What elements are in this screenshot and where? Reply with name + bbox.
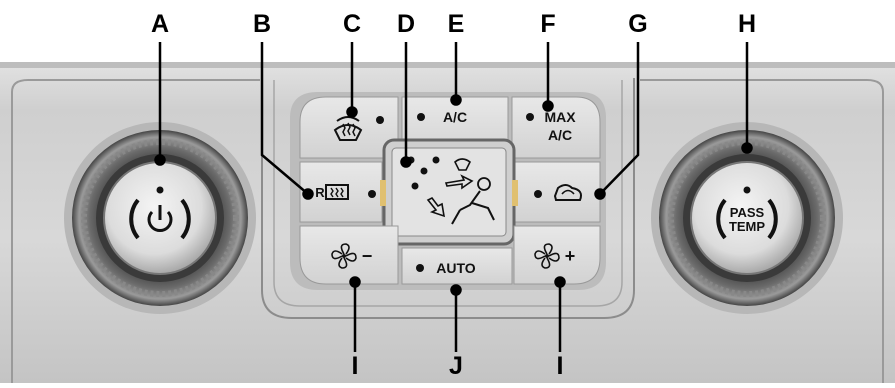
leader-h-dot <box>743 144 752 153</box>
callout-f: F <box>540 12 555 37</box>
distribution-dot-2 <box>433 157 440 164</box>
auto-label: AUTO <box>436 260 476 276</box>
callout-g: G <box>628 12 647 37</box>
fan-increase-button[interactable]: + <box>514 226 600 284</box>
recirculation-button[interactable] <box>514 162 600 222</box>
max-ac-indicator <box>526 113 534 121</box>
callout-d: D <box>397 12 415 37</box>
distribution-dot-4 <box>412 183 419 190</box>
leader-g-dot <box>596 190 605 199</box>
ac-label: A/C <box>443 109 467 125</box>
temp-label: TEMP <box>729 219 765 234</box>
ac-indicator <box>417 113 425 121</box>
callout-h: H <box>738 12 756 37</box>
distribution-dot-3 <box>421 168 428 175</box>
fascia-top-edge <box>0 62 895 68</box>
leader-i-left-dot <box>351 278 360 287</box>
max-ac-button[interactable]: MAX A/C <box>512 97 600 158</box>
max-ac-sublabel: A/C <box>548 127 572 143</box>
pass-label: PASS <box>730 205 765 220</box>
callout-e: E <box>448 12 465 37</box>
callout-i-left: I <box>352 354 359 379</box>
leader-e-dot <box>452 96 461 105</box>
leader-b-dot <box>304 190 313 199</box>
right-knob-indicator <box>744 187 751 194</box>
air-distribution-button[interactable] <box>380 140 518 244</box>
leader-f-dot <box>544 102 553 111</box>
left-knob-indicator <box>157 187 164 194</box>
leader-j-dot <box>452 286 461 295</box>
auto-indicator <box>416 264 424 272</box>
callout-a: A <box>151 12 169 37</box>
fan-plus-sign: + <box>565 246 576 266</box>
callout-i-right: I <box>557 354 564 379</box>
rear-defrost-indicator <box>368 190 376 198</box>
callout-j: J <box>449 354 463 379</box>
auto-button[interactable]: AUTO <box>402 248 512 284</box>
fan-decrease-button[interactable]: − <box>300 226 398 284</box>
rear-defrost-prefix: R <box>315 185 325 200</box>
display-left-tab <box>380 180 386 206</box>
recirculation-indicator <box>534 190 542 198</box>
display-right-tab <box>512 180 518 206</box>
leader-i-right-dot <box>556 278 565 287</box>
fan-minus-sign: − <box>362 246 373 266</box>
callout-c: C <box>343 12 361 37</box>
leader-c-dot <box>348 108 357 117</box>
leader-a-dot <box>156 156 165 165</box>
leader-d-dot <box>402 158 411 167</box>
front-defrost-indicator <box>376 116 384 124</box>
callout-b: B <box>253 12 271 37</box>
